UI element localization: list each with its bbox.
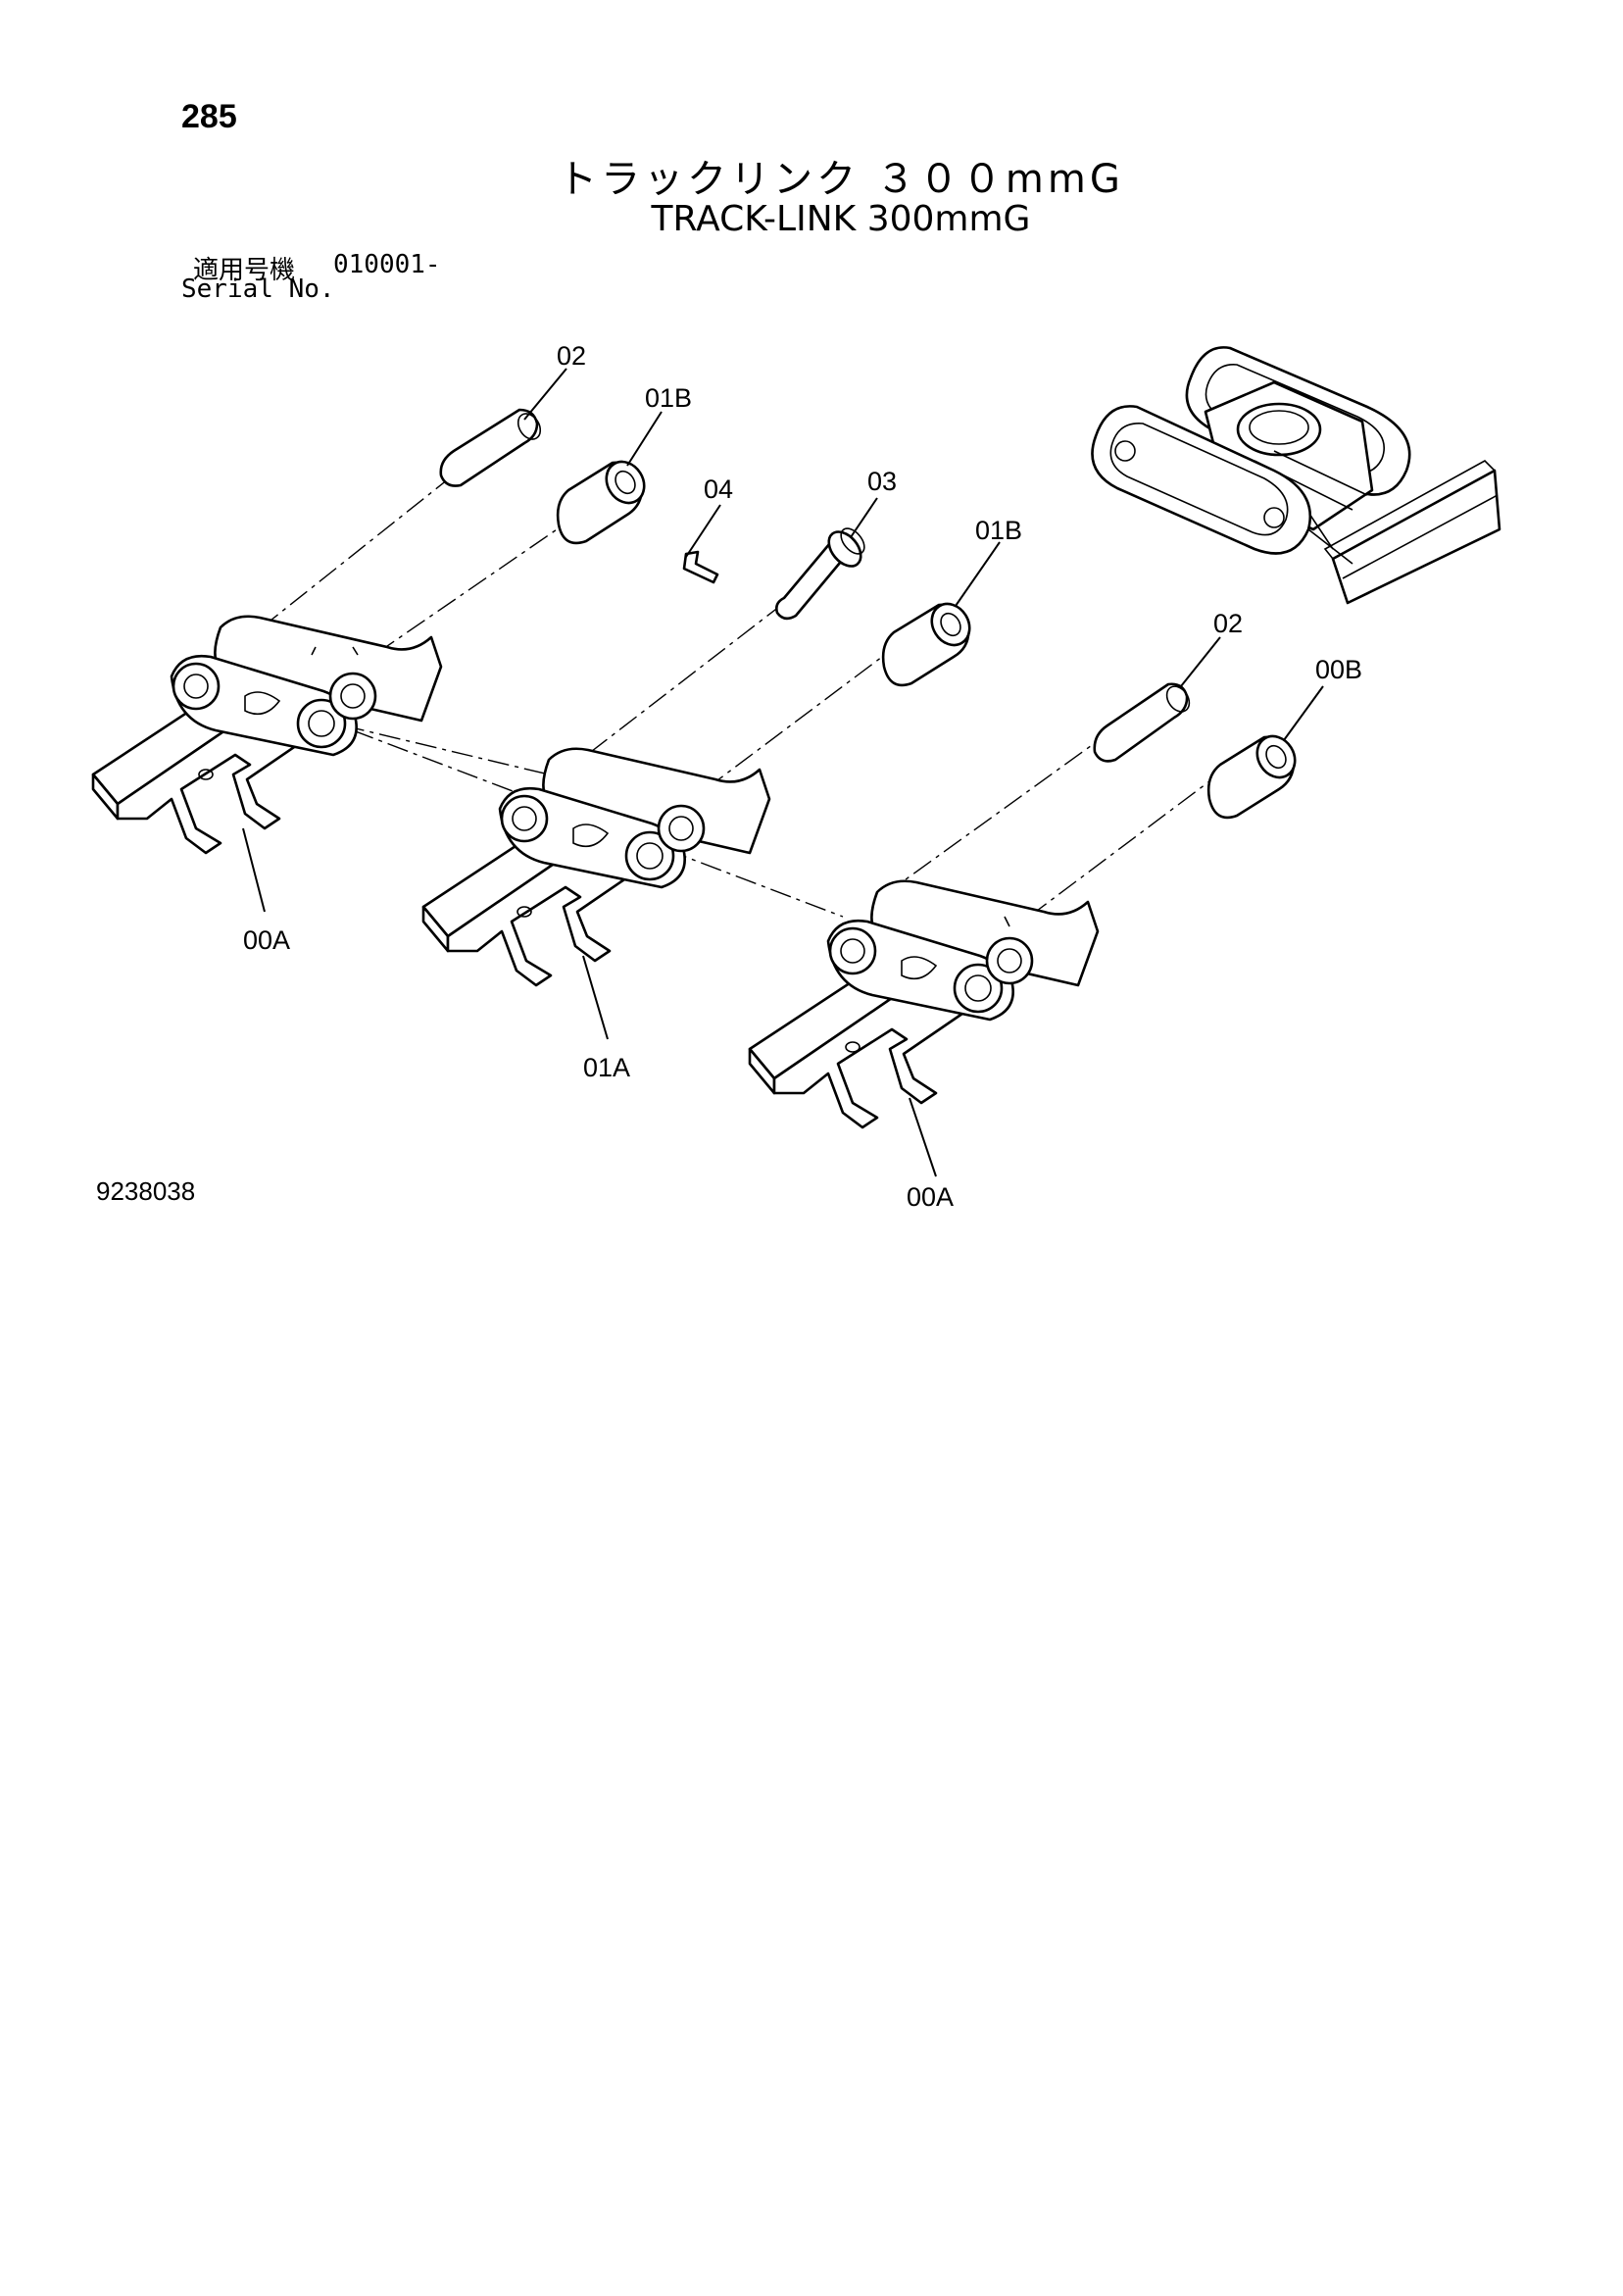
- track-pin-02-top: [439, 408, 542, 487]
- bushing-01B-right: [881, 602, 971, 687]
- track-shoe-01A-middle: [421, 747, 771, 987]
- callout-03: 03: [867, 467, 897, 496]
- serial-label-japanese: 適用号機: [193, 256, 296, 285]
- callout-00A-left: 00A: [243, 925, 290, 955]
- callout-01A: 01A: [583, 1053, 630, 1082]
- callout-02-right: 02: [1213, 609, 1243, 638]
- track-shoe-00A-left: [91, 615, 443, 855]
- callout-00B: 00B: [1315, 655, 1362, 684]
- callout-01B-left: 01B: [645, 383, 692, 413]
- track-shoe-00A-right: [748, 879, 1100, 1129]
- page-number: 285: [181, 98, 237, 135]
- bushing-01B-left: [556, 460, 646, 545]
- leader-lines: [242, 368, 1324, 1177]
- callout-04: 04: [704, 474, 733, 504]
- figure-code: 9238038: [96, 1176, 196, 1206]
- serial-number-value: 010001-: [333, 250, 441, 279]
- track-pin-02-right: [1093, 682, 1191, 763]
- callout-01B-right: 01B: [975, 516, 1022, 545]
- lock-pin-04: [682, 550, 719, 584]
- bushing-00B: [1206, 734, 1297, 820]
- title-japanese: トラックリンク ３００mmG: [558, 157, 1124, 202]
- callout-00A-bottom: 00A: [907, 1182, 954, 1212]
- callout-02-top: 02: [557, 341, 586, 371]
- title-english: TRACK-LINK 300mmG: [651, 199, 1031, 239]
- master-pin-03: [775, 527, 865, 621]
- excavator-thumbnail: [1091, 346, 1501, 605]
- serial-label-english: Serial No.: [181, 275, 335, 304]
